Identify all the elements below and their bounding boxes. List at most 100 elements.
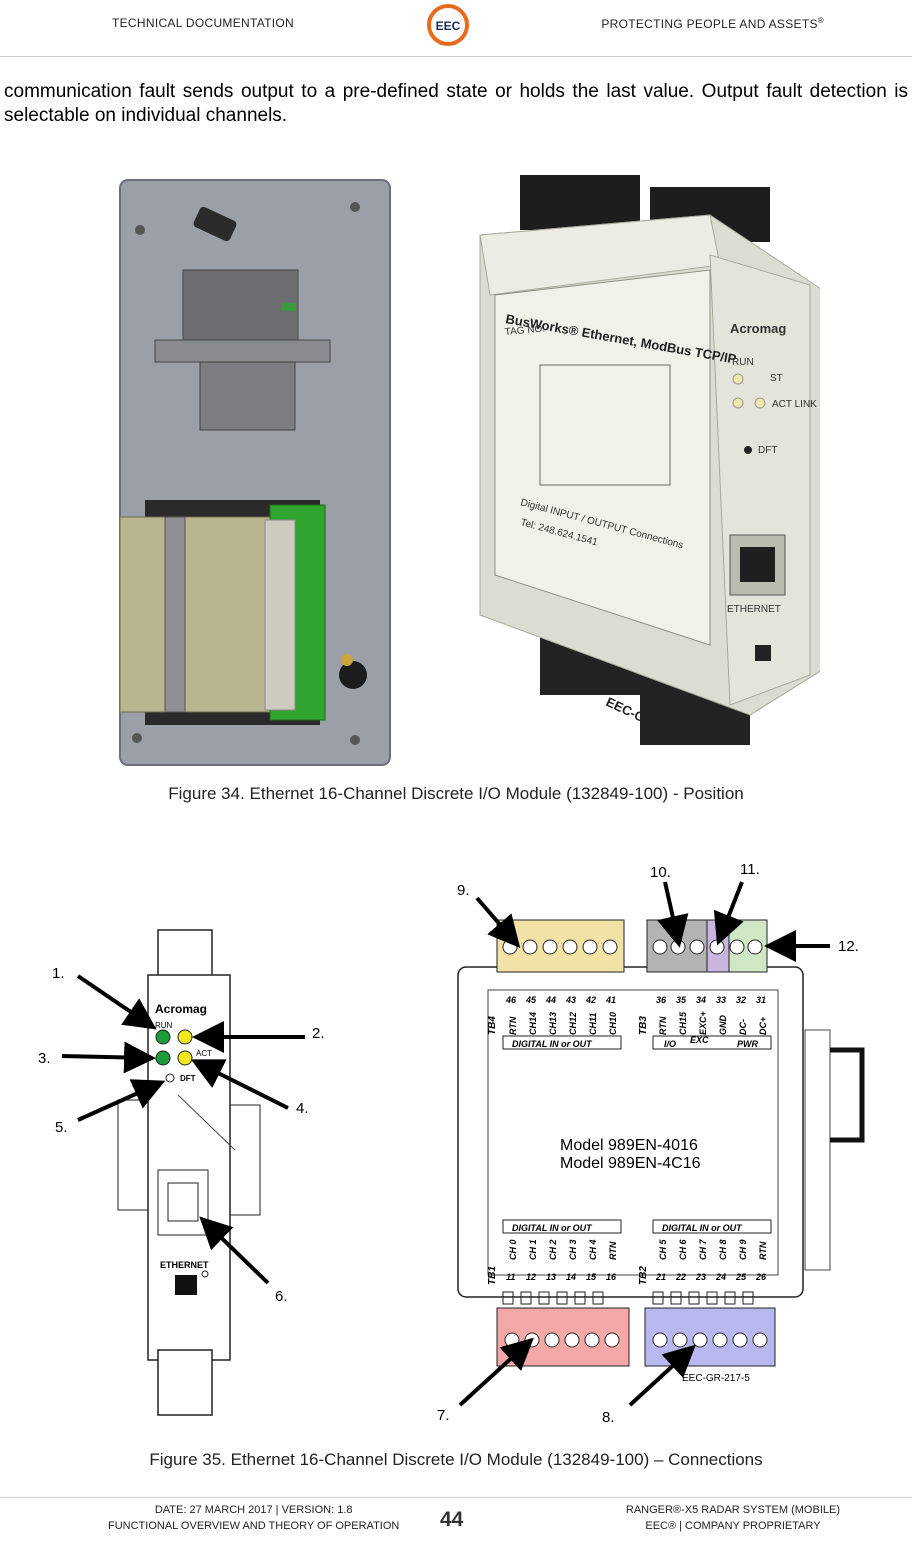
tb2-num-4: 25 [735, 1272, 747, 1282]
module-brand: Acromag [730, 321, 786, 336]
page-header: TECHNICAL DOCUMENTATION EEC PROTECTING P… [0, 0, 912, 57]
footer-left: DATE: 27 MARCH 2017 | VERSION: 1.8 FUNCT… [108, 1502, 399, 1534]
led-st [177, 1029, 193, 1045]
tb1-label-2: CH 2 [548, 1239, 558, 1260]
led-run-label: RUN [732, 357, 754, 368]
tb3-num-5: 31 [756, 995, 766, 1005]
tb4-num-2: 44 [545, 995, 556, 1005]
header-left-text: TECHNICAL DOCUMENTATION [112, 16, 295, 30]
tb2-name: TB2 [638, 1266, 649, 1285]
callout-12: 12. [838, 938, 859, 955]
footer-product: RANGER®-X5 RADAR SYSTEM (MOBILE) [625, 1504, 840, 1516]
figure-34-caption: Figure 34. Ethernet 16-Channel Discrete … [168, 784, 744, 803]
tb2-num-1: 22 [675, 1272, 686, 1282]
header-right-text: PROTECTING PEOPLE AND ASSETS® [601, 16, 824, 31]
footer-right: RANGER®-X5 RADAR SYSTEM (MOBILE) EEC® | … [626, 1502, 840, 1534]
callout-11: 11. [740, 861, 760, 878]
front-ethernet-label: ETHERNET [160, 1260, 209, 1270]
led-run [155, 1029, 171, 1045]
page-number: 44 [440, 1508, 464, 1531]
callout-6: 6. [275, 1288, 288, 1305]
tb1-num-0: 11 [506, 1272, 515, 1282]
tb3-label-0: RTN [658, 1016, 668, 1035]
tb3-label-1: CH15 [678, 1011, 688, 1035]
eec-logo: EEC [427, 4, 469, 46]
callout-2: 2. [312, 1025, 325, 1042]
tb2-label-5: RTN [758, 1241, 768, 1260]
tb4-label-5: CH10 [608, 1012, 618, 1035]
busworks-module: TAG NO: BusWorks® Ethernet, ModBus TCP/I… [479, 175, 820, 745]
tag-label: TAG NO: [504, 324, 545, 338]
tb3-num-1: 35 [676, 995, 687, 1005]
tb3-group-io: I/O [664, 1039, 676, 1049]
tb2-label-1: CH 6 [678, 1239, 688, 1260]
tb1-label-3: CH 3 [568, 1239, 578, 1260]
tb1-num-5: 16 [606, 1272, 617, 1282]
tb3-num-2: 34 [696, 995, 706, 1005]
tb3-label-4: DC- [738, 1019, 748, 1035]
callout-1: 1. [52, 965, 65, 982]
logo-text: EEC [436, 19, 461, 33]
led-st-label: ST [770, 373, 783, 384]
header-right-label: PROTECTING PEOPLE AND ASSETS [601, 17, 818, 31]
registered-mark: ® [817, 16, 824, 25]
tb4-label-0: RTN [508, 1016, 518, 1035]
tb1-label-0: CH 0 [508, 1239, 518, 1260]
tb3-num-3: 33 [716, 995, 726, 1005]
tb2-label-3: CH 8 [718, 1239, 728, 1260]
model-line-2: Model 989EN-4C16 [560, 1155, 701, 1172]
footer-section: FUNCTIONAL OVERVIEW AND THEORY OF OPERAT… [108, 1520, 400, 1532]
tb2-label-0: CH 5 [658, 1239, 668, 1260]
module-front-view: Acromag RUN ACT LNK DFT ETHERNET [117, 929, 261, 1416]
tb3-label-2: EXC+ [698, 1010, 708, 1035]
tb1-name: TB1 [487, 1266, 498, 1285]
figure-35-drawing-id: EEC-GR-217-5 [682, 1373, 750, 1384]
callout-7: 7. [437, 1407, 450, 1424]
tb4-label-4: CH11 [588, 1013, 598, 1035]
body-paragraph: communication fault sends output to a pr… [4, 81, 908, 126]
tb3-num-0: 36 [656, 995, 667, 1005]
front-run-label: RUN [155, 1021, 173, 1030]
tb3-name: TB3 [638, 1016, 649, 1035]
tb4-label-2: CH13 [548, 1012, 558, 1035]
callout-9: 9. [457, 882, 470, 899]
callout-10: 10. [650, 864, 671, 881]
ethernet-port-label: ETHERNET [727, 604, 781, 615]
callout-3: 3. [38, 1050, 51, 1067]
tb3-label-3: GND [718, 1015, 728, 1036]
tb2-group: DIGITAL IN or OUT [662, 1223, 743, 1233]
tb1-label-5: RTN [608, 1241, 618, 1260]
tb3-num-4: 32 [736, 995, 746, 1005]
led-dft-label: DFT [758, 445, 777, 456]
tb4-num-5: 41 [605, 995, 616, 1005]
tb2-label-2: CH 7 [698, 1239, 708, 1260]
module-top-view: TB4 46 45 44 43 42 41 RTN CH14 CH13 CH12… [457, 919, 865, 1384]
tb2-num-2: 23 [695, 1272, 706, 1282]
tb1-group: DIGITAL IN or OUT [512, 1223, 593, 1233]
figure-34-image: TAG NO: BusWorks® Ethernet, ModBus TCP/I… [119, 175, 820, 766]
callout-4: 4. [296, 1100, 309, 1117]
front-brand: Acromag [155, 1002, 207, 1016]
model-line-1: Model 989EN-4016 [560, 1137, 698, 1154]
tb1-label-1: CH 1 [528, 1239, 538, 1260]
mounting-plate [119, 179, 391, 766]
led-link [177, 1050, 193, 1066]
tb3-group-exc: EXC [690, 1035, 709, 1045]
tb4-num-0: 46 [505, 995, 517, 1005]
tb2-num-5: 26 [755, 1272, 767, 1282]
front-dft-label: DFT [180, 1074, 196, 1083]
figure-35-diagram: Acromag RUN ACT LNK DFT ETHERNET [38, 861, 865, 1426]
tb1-num-3: 14 [566, 1272, 576, 1282]
led-act-label: ACT LINK [772, 399, 817, 410]
tb1-num-1: 12 [526, 1272, 536, 1282]
figure-35-caption: Figure 35. Ethernet 16-Channel Discrete … [149, 1450, 763, 1469]
tb4-label-1: CH14 [528, 1012, 538, 1035]
front-act-label: ACT [196, 1049, 212, 1058]
callout-5: 5. [55, 1119, 68, 1136]
led-act [155, 1050, 171, 1066]
callouts: 1. 2. 3. 4. 5. 6. 7. 8. 9. 10. 11. 12. [38, 861, 859, 1426]
tb4-num-1: 45 [525, 995, 537, 1005]
callout-8: 8. [602, 1409, 615, 1426]
footer-date: DATE: 27 MARCH 2017 | VERSION: 1.8 [154, 1504, 353, 1516]
tb4-num-4: 42 [585, 995, 596, 1005]
